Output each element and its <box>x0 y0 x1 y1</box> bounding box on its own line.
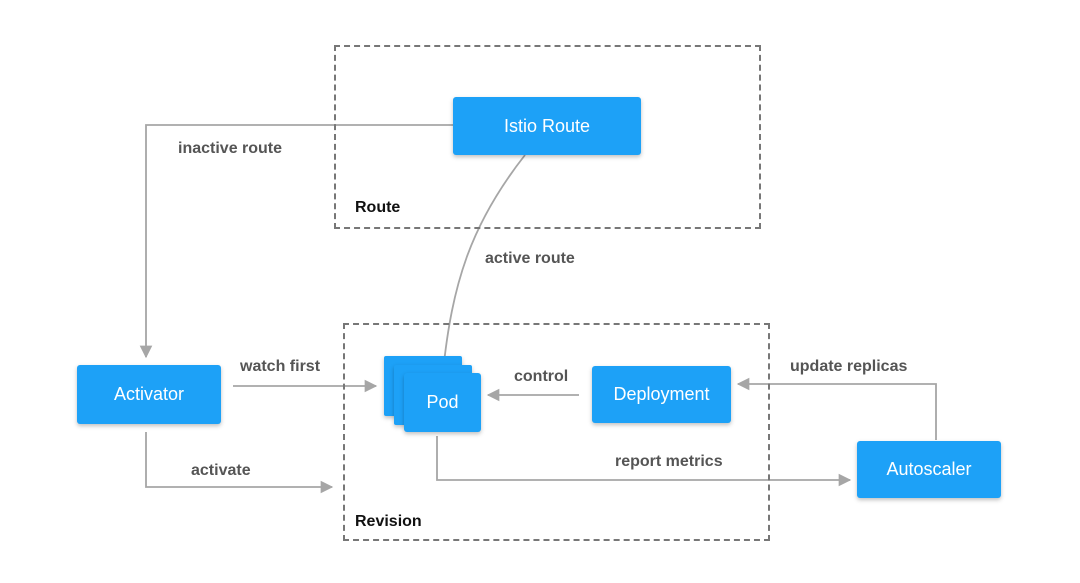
revision-group <box>343 323 770 541</box>
label-inactive-route: inactive route <box>178 140 283 157</box>
activator-node: Activator <box>77 365 221 424</box>
pod-node: Pod <box>404 373 481 432</box>
edge-activate <box>145 432 334 494</box>
istio-route-node: Istio Route <box>453 97 641 155</box>
label-control: control <box>514 368 569 385</box>
label-active-route: active route <box>485 250 575 267</box>
route-group <box>334 45 761 229</box>
edge-update-replicas <box>736 377 937 440</box>
label-activate: activate <box>191 462 251 479</box>
revision-group-label: Revision <box>355 513 422 530</box>
label-update-replicas: update replicas <box>790 358 908 375</box>
edge-inactive-route <box>139 124 453 359</box>
deployment-node: Deployment <box>592 366 731 423</box>
label-watch-first: watch first <box>240 358 321 375</box>
autoscaler-node: Autoscaler <box>857 441 1001 498</box>
edge-report-metrics <box>436 436 852 487</box>
route-group-label: Route <box>355 199 401 216</box>
edge-active-route <box>437 154 526 374</box>
label-report-metrics: report metrics <box>615 453 723 470</box>
